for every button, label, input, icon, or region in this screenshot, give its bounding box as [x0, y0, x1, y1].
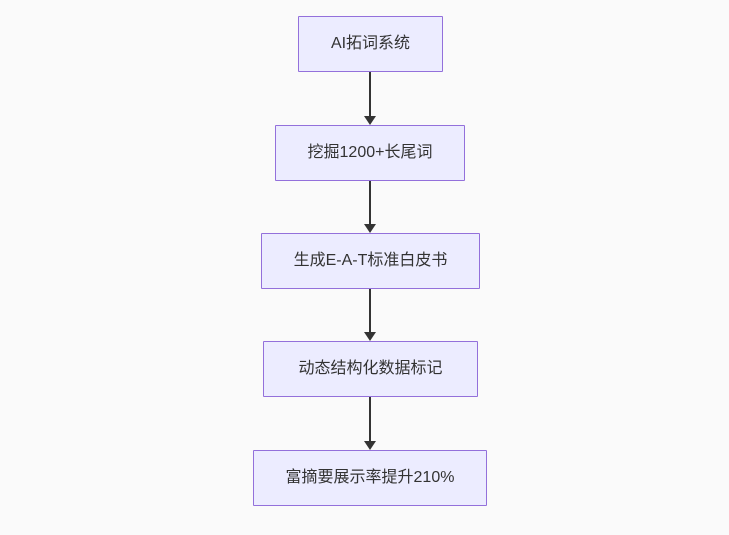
flow-node-label: 富摘要展示率提升210%: [285, 469, 455, 486]
flow-node-eat-whitepaper: 生成E-A-T标准白皮书: [261, 233, 480, 289]
arrow-line: [369, 289, 371, 333]
flow-node-rich-snippet-rate: 富摘要展示率提升210%: [253, 450, 487, 506]
arrow-head-icon: [364, 332, 376, 341]
connector-arrow: [363, 289, 377, 341]
arrow-line: [369, 181, 371, 225]
flow-node-label: 动态结构化数据标记: [298, 360, 443, 377]
arrow-line: [369, 397, 371, 442]
arrow-head-icon: [364, 116, 376, 125]
flow-node-ai-word-expansion-system: AI拓词系统: [298, 16, 443, 72]
flow-node-structured-data-markup: 动态结构化数据标记: [263, 341, 478, 397]
flow-node-label: 挖掘1200+长尾词: [307, 144, 433, 161]
arrow-head-icon: [364, 441, 376, 450]
arrow-line: [369, 72, 371, 117]
flow-node-label: 生成E-A-T标准白皮书: [293, 252, 448, 269]
arrow-head-icon: [364, 224, 376, 233]
connector-arrow: [363, 397, 377, 450]
connector-arrow: [363, 181, 377, 233]
flow-node-label: AI拓词系统: [330, 35, 411, 52]
connector-arrow: [363, 72, 377, 125]
flow-node-longtail-keywords: 挖掘1200+长尾词: [275, 125, 465, 181]
